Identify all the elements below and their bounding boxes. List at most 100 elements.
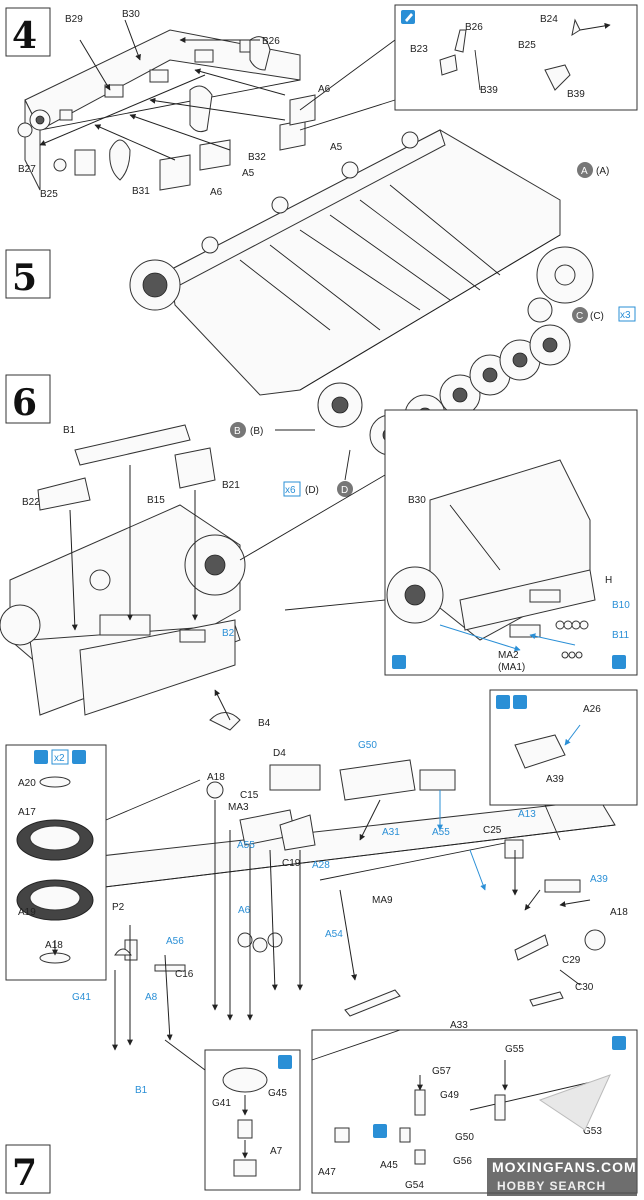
label: A26 [583, 704, 601, 715]
label: B39 [480, 85, 498, 96]
step-number-box [5, 7, 51, 57]
label: A39 [590, 874, 608, 885]
paint-icon [34, 750, 48, 764]
label: B39 [567, 89, 585, 100]
label: G55 [505, 1044, 524, 1055]
hull-with-suspension [129, 129, 594, 396]
label: G50 [358, 740, 377, 751]
part-callout: (A) [596, 166, 609, 177]
horn-inset: G41 G45 A7 [164, 1039, 301, 1191]
label: A6 [238, 905, 251, 916]
label: G53 [583, 1126, 602, 1137]
label: A5 [330, 142, 343, 153]
watermark: MOXINGFANS.COM HOBBY SEARCH [487, 1074, 637, 1196]
part-callout: A [581, 166, 588, 177]
part-callout: (C) [590, 311, 604, 322]
step-6: 6 B1 B22 B15 [0, 374, 638, 731]
step6-inset: B30 H B10 B11 MA2 (MA1) [384, 409, 638, 676]
label: A7 [270, 1146, 283, 1157]
label: A17 [18, 807, 36, 818]
step6-arrows [69, 465, 386, 721]
label: B1 [63, 425, 76, 436]
label: B24 [540, 14, 558, 25]
label: G41 [212, 1098, 231, 1109]
step-number-box [5, 1144, 51, 1194]
label: G56 [453, 1156, 472, 1167]
label: B15 [147, 495, 165, 506]
label: D4 [273, 748, 286, 759]
part-callout: (D) [305, 485, 319, 496]
label: (MA1) [498, 662, 525, 673]
part-callout: D [341, 485, 348, 496]
label: G54 [405, 1180, 424, 1191]
label: B1 [135, 1085, 148, 1096]
upper-hull [0, 504, 246, 716]
label: A13 [518, 809, 536, 820]
label: A18 [610, 907, 628, 918]
glue-icon [392, 655, 406, 669]
watermark-site: MOXINGFANS.COM [492, 1159, 637, 1175]
step4-arrows [39, 19, 396, 161]
label: B26 [262, 36, 280, 47]
paper-plane-logo [538, 1074, 611, 1131]
label: B31 [132, 186, 150, 197]
step-7: 7 [5, 689, 638, 1196]
label: A47 [318, 1167, 336, 1178]
label: G57 [432, 1066, 451, 1077]
label: B10 [612, 600, 630, 611]
quantity-badge: x6 [285, 485, 296, 496]
step-number: 4 [12, 15, 37, 57]
label: B29 [65, 14, 83, 25]
label: A5 [242, 168, 255, 179]
quantity-badge: x2 [54, 753, 65, 764]
label: A45 [380, 1160, 398, 1171]
label: C30 [575, 982, 594, 993]
label: A18 [207, 772, 225, 783]
label: A8 [145, 992, 158, 1003]
label: B30 [408, 495, 426, 506]
part-callout: (B) [250, 426, 263, 437]
step-number: 7 [12, 1152, 37, 1194]
step-number-box [5, 374, 51, 424]
label: MA9 [372, 895, 393, 906]
label: B30 [122, 9, 140, 20]
label: A56 [166, 936, 184, 947]
watermark-brand: HOBBY SEARCH [497, 1179, 606, 1193]
label: C29 [562, 955, 581, 966]
label: B25 [40, 189, 58, 200]
step-5: 5 [5, 129, 636, 497]
step-4: 4 [5, 4, 638, 200]
label: C25 [483, 825, 502, 836]
part-callout: B [234, 426, 241, 437]
label: A6 [318, 84, 331, 95]
label: B22 [22, 497, 40, 508]
label: B11 [612, 630, 629, 641]
wheel-inset: x2 A20 A17 A19 A18 [5, 744, 201, 981]
label: MA3 [228, 802, 249, 813]
label: B23 [410, 44, 428, 55]
label: C19 [282, 858, 301, 869]
glue-icon [72, 750, 86, 764]
label: G50 [455, 1132, 474, 1143]
label: B32 [248, 152, 266, 163]
label: B27 [18, 164, 36, 175]
glue-icon [496, 695, 510, 709]
label: C16 [175, 969, 194, 980]
label: A33 [450, 1020, 468, 1031]
label: A39 [546, 774, 564, 785]
label: A20 [18, 778, 36, 789]
step5-callouts: A (A) C (C) x3 B (B) x6 (D) D [230, 162, 636, 497]
step-number-box [5, 249, 51, 299]
paint-icon [513, 695, 527, 709]
label: B21 [222, 480, 240, 491]
step7-arrows [112, 790, 591, 1051]
label: B26 [465, 22, 483, 33]
label: P2 [112, 902, 125, 913]
step6-labels: B1 B22 B15 B21 B2 B4 [22, 425, 271, 729]
step4-inset: B26 B23 B39 B24 B25 B39 [394, 4, 638, 111]
label: G41 [72, 992, 91, 1003]
glue-icon [612, 655, 626, 669]
label: G45 [268, 1088, 287, 1099]
